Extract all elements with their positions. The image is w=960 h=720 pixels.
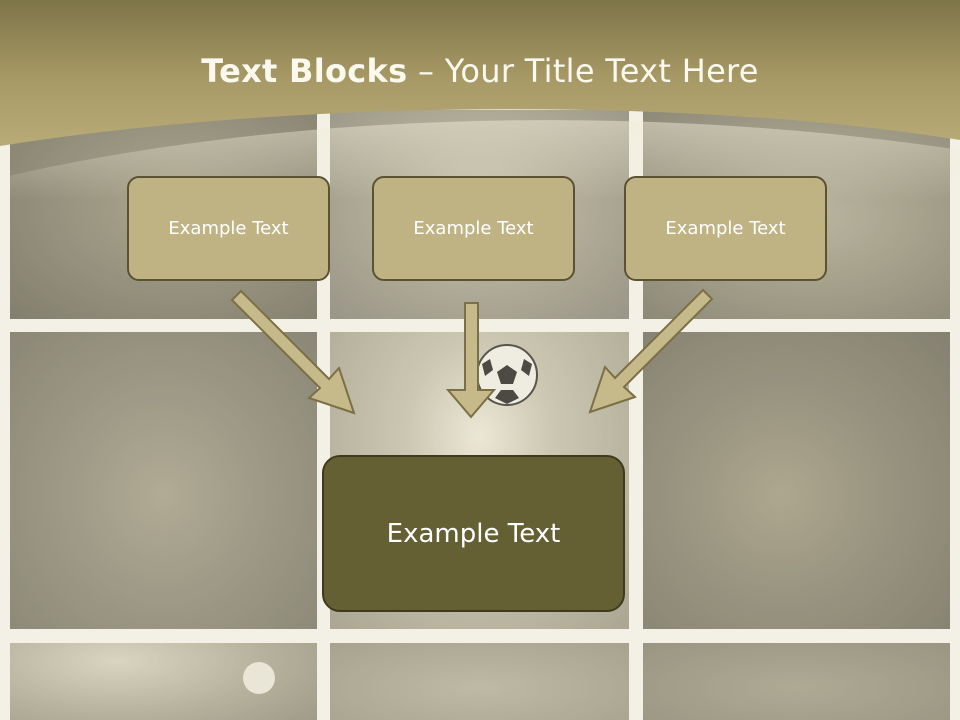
text-block-right[interactable]: Example Text <box>624 176 827 281</box>
title-separator: – <box>417 52 435 90</box>
photo-tile-boxer <box>643 332 950 629</box>
photo-tile-athlete-bottom <box>330 643 629 720</box>
text-block-left-label: Example Text <box>168 218 289 239</box>
photo-tile-boxing-gloves <box>643 643 950 720</box>
text-block-center[interactable]: Example Text <box>372 176 575 281</box>
photo-tile-fitness-woman <box>10 332 317 629</box>
text-block-left[interactable]: Example Text <box>127 176 330 281</box>
header-band <box>0 0 960 200</box>
main-text-block-label: Example Text <box>386 518 561 549</box>
title-bold: Text Blocks <box>201 52 408 90</box>
text-block-center-label: Example Text <box>413 218 534 239</box>
title-rest: Your Title Text Here <box>444 52 759 90</box>
photo-tile-golf-ball <box>10 643 317 720</box>
slide-title: Text Blocks – Your Title Text Here <box>0 52 960 90</box>
main-text-block[interactable]: Example Text <box>322 455 625 612</box>
text-block-right-label: Example Text <box>665 218 786 239</box>
